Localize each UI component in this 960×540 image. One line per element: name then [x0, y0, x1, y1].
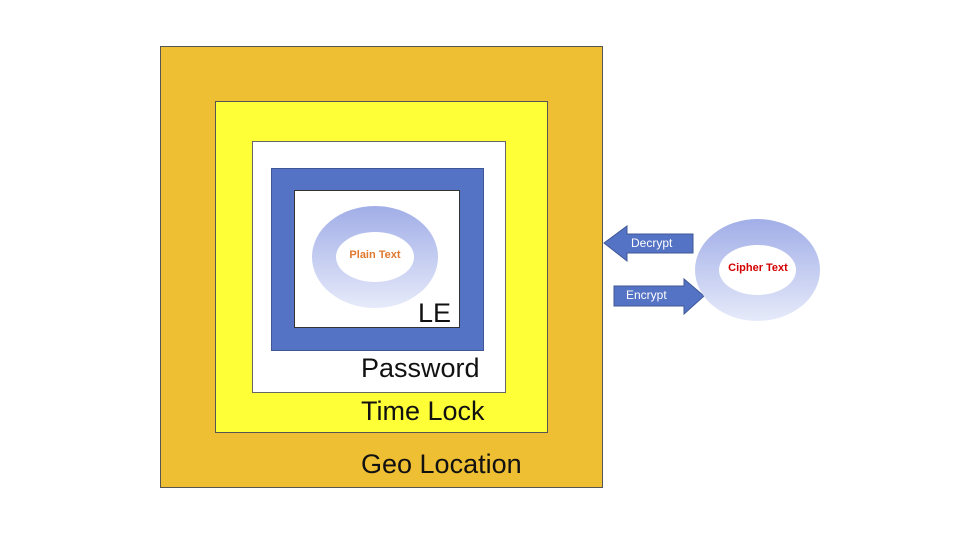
password-label: Password [361, 353, 480, 383]
cipher-text-label: Cipher Text [728, 262, 788, 274]
encrypt-arrow [613, 277, 705, 316]
encrypt-label: Encrypt [626, 288, 667, 302]
time-lock-label: Time Lock [361, 396, 485, 426]
le-label: LE [418, 298, 452, 328]
plain-text-ring-hole [336, 232, 414, 282]
decrypt-arrow [603, 225, 694, 263]
geo-location-label: Geo Location [361, 449, 522, 479]
decrypt-label: Decrypt [631, 236, 673, 250]
cipher-text-ring-hole [719, 245, 796, 295]
plain-text-label: Plain Text [349, 249, 401, 261]
